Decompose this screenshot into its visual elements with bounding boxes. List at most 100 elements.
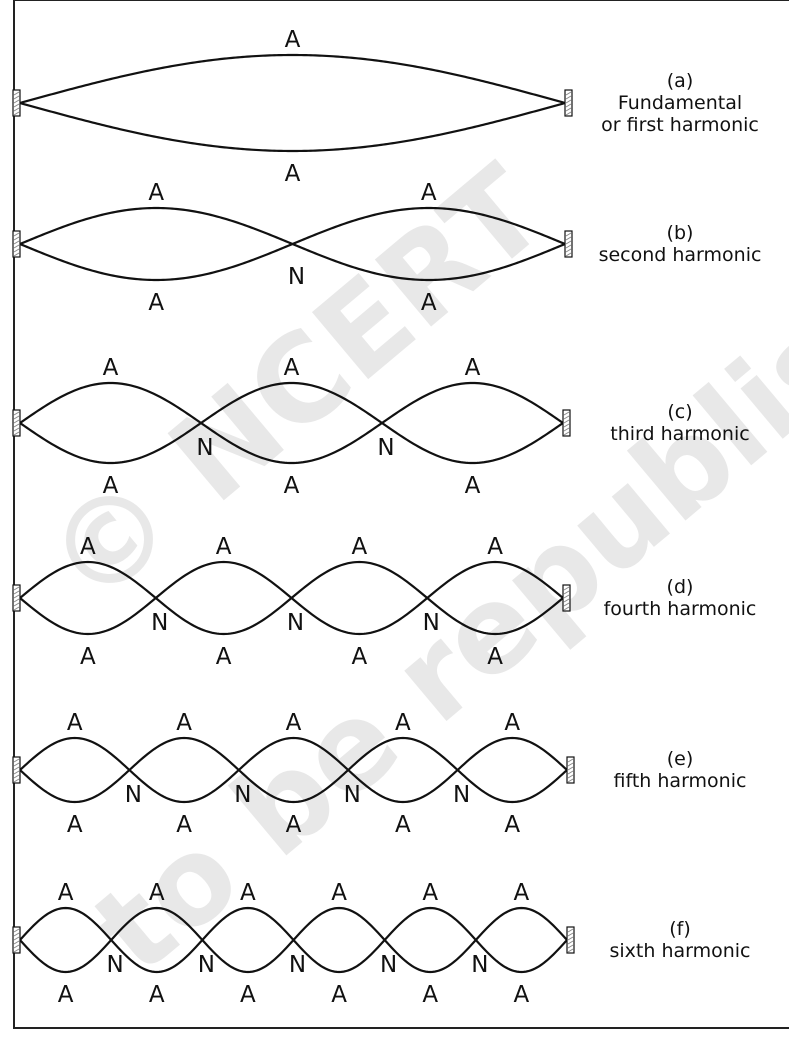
node-label: N [196,435,213,461]
antinode-label: A [487,644,503,670]
antinode-label: A [352,534,368,560]
antinode-label: A [284,473,300,499]
antinode-label: A [67,710,83,736]
antinode-label: A [216,534,232,560]
antinode-label: A [504,710,520,736]
mode-tag: (a) [667,70,693,92]
wave-envelope-lower [19,906,568,974]
antinode-label: A [58,880,74,906]
mode-caption: second harmonic [599,244,762,266]
mode-caption: fourth harmonic [604,598,757,620]
fixed-end-left [12,230,21,258]
node-label: N [380,952,397,978]
antinode-label: A [80,534,96,560]
mode-tag: (f) [669,918,691,940]
node-label: N [198,952,215,978]
node-label: N [423,610,440,636]
node-label: N [234,782,251,808]
antinode-label: A [487,534,503,560]
antinode-label: A [395,710,411,736]
antinode-label: A [465,473,481,499]
node-label: N [151,610,168,636]
antinode-label: A [58,982,74,1008]
mode-caption: third harmonic [610,423,749,445]
antinode-label: A [284,355,300,381]
antinode-label: A [286,710,302,736]
mode-tag: (c) [667,401,692,423]
fixed-end-right [564,89,573,117]
wave-envelope-lower [19,101,566,153]
fixed-end-left [12,926,21,954]
fixed-end-left [12,89,21,117]
antinode-label: A [216,644,232,670]
node-label: N [287,610,304,636]
antinode-label: A [395,812,411,838]
node-label: N [107,952,124,978]
antinode-label: A [331,880,347,906]
antinode-label: A [352,644,368,670]
fixed-end-left [12,756,21,784]
wave-envelope-lower [19,736,568,804]
antinode-label: A [176,710,192,736]
wave-envelope-upper [19,381,564,465]
antinode-label: A [103,355,119,381]
wave-envelope-upper [19,736,568,804]
node-label: N [471,952,488,978]
antinode-label: A [240,880,256,906]
mode-tag: (b) [667,222,694,244]
antinode-label: A [465,355,481,381]
wave-envelope-lower [19,381,564,465]
wave-envelope-lower [19,560,564,636]
node-label: N [377,435,394,461]
fixed-end-left [12,584,21,612]
mode-caption: fifth harmonic [614,770,747,792]
antinode-label: A [285,27,301,53]
antinode-label: A [422,982,438,1008]
fixed-end-right [566,756,575,784]
antinode-label: A [149,982,165,1008]
mode-5: A A A A A A A A A A N N N N (e)fifth harmonic [12,710,747,838]
antinode-label: A [422,880,438,906]
antinode-label: A [514,880,530,906]
antinode-label: A [331,982,347,1008]
mode-caption: Fundamental [618,92,742,114]
mode-tag: (e) [667,748,694,770]
antinode-label: A [514,982,530,1008]
node-label: N [288,264,305,290]
node-label: N [125,782,142,808]
mode-2: A A A A N (b)second harmonic [12,180,762,316]
node-label: N [289,952,306,978]
fixed-end-left [12,409,21,437]
fixed-end-right [564,230,573,258]
antinode-label: A [149,880,165,906]
mode-caption: or first harmonic [601,114,759,136]
figure-frame [13,0,789,1029]
fixed-end-right [566,926,575,954]
mode-caption: sixth harmonic [609,940,750,962]
wave-envelope-upper [19,53,566,105]
antinode-label: A [80,644,96,670]
mode-4: A A A A A A A A N N N (d)fourth harmonic [12,534,757,670]
fixed-end-right [562,409,571,437]
antinode-label: A [240,982,256,1008]
antinode-label: A [176,812,192,838]
antinode-label: A [67,812,83,838]
mode-tag: (d) [667,576,694,598]
antinode-label: A [421,180,437,206]
node-label: N [344,782,361,808]
antinode-label: A [148,180,164,206]
fixed-end-right [562,584,571,612]
mode-3: A A A A A A N N (c)third harmonic [12,355,750,499]
antinode-label: A [504,812,520,838]
wave-envelope-lower [19,206,566,282]
antinode-label: A [103,473,119,499]
antinode-label: A [421,290,437,316]
antinode-label: A [148,290,164,316]
antinode-label: A [286,812,302,838]
node-label: N [453,782,470,808]
